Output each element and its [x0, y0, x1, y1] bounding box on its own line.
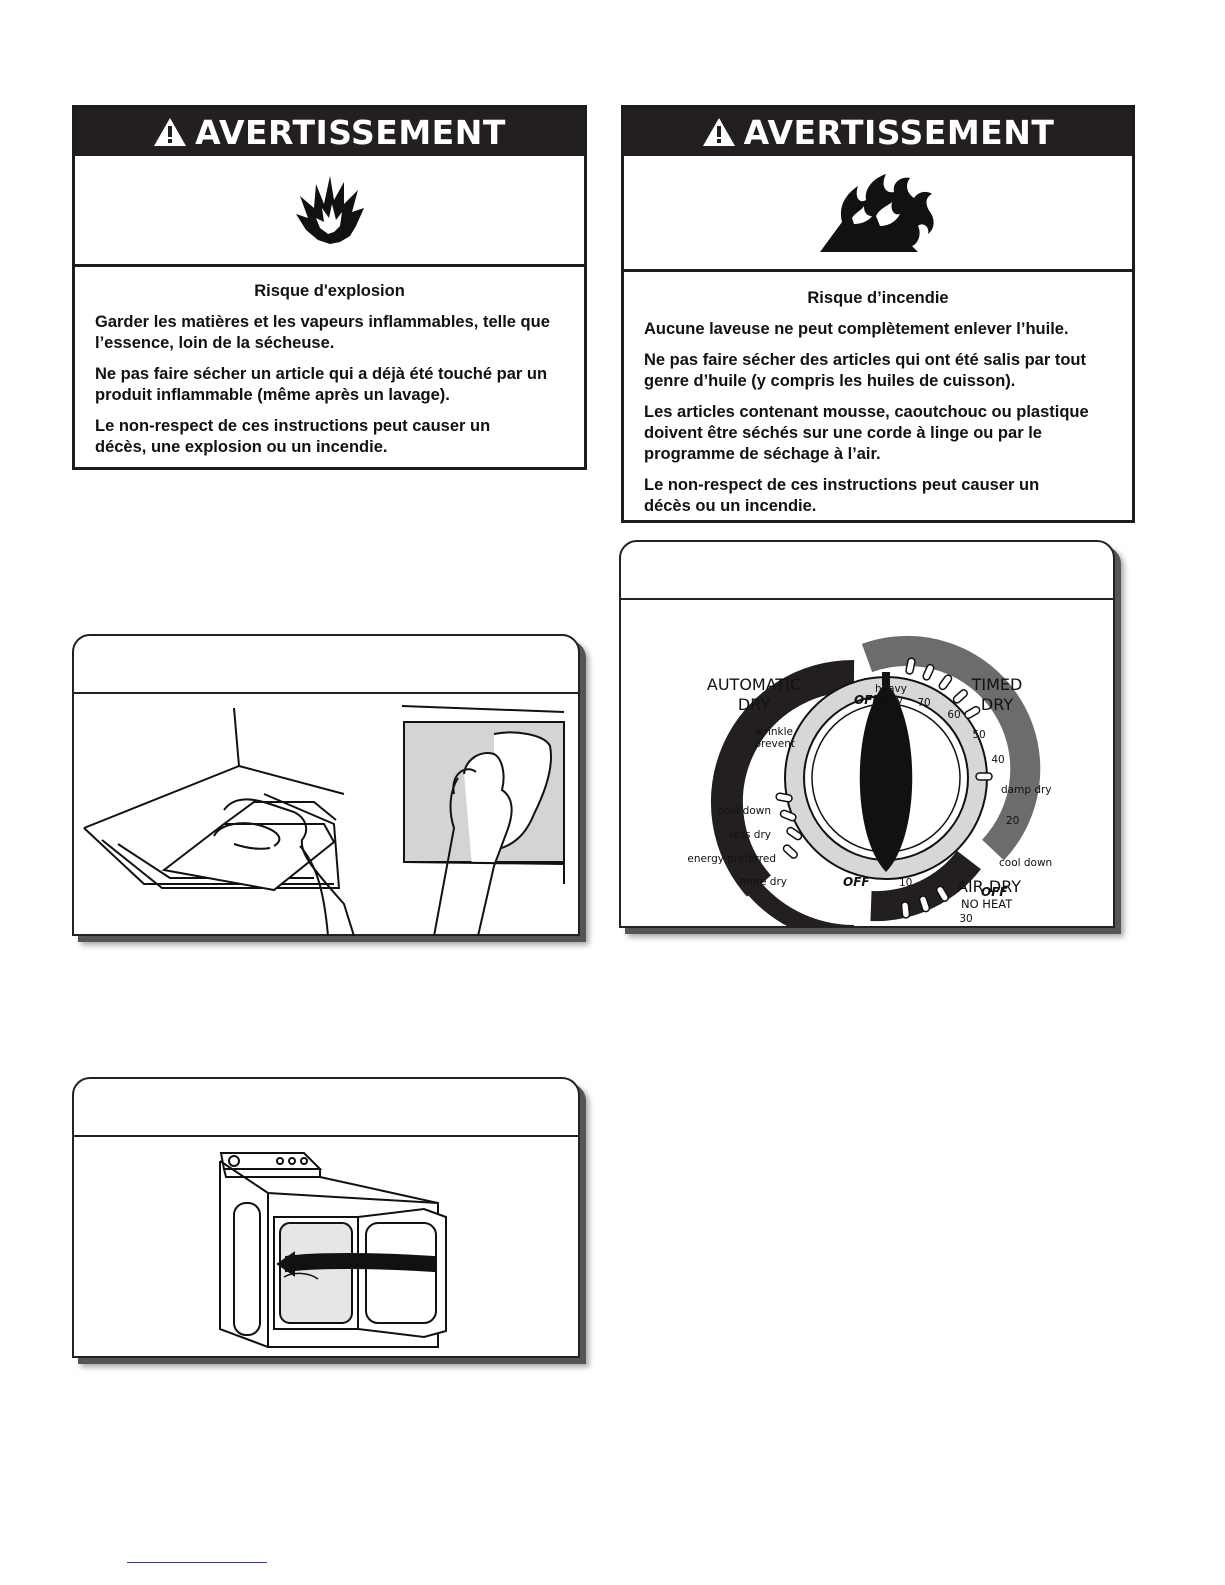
damp-dry-label: damp dry [1001, 784, 1052, 796]
panel-header [74, 636, 578, 694]
warning-paragraph: Les articles contenant mousse, caoutchou… [644, 403, 1089, 463]
energy-preferred-label: energy preferred [687, 853, 776, 865]
off-label: OFF [843, 875, 870, 889]
warning-paragraph: Ne pas faire sécher un article qui a déj… [95, 365, 548, 404]
cool-down-timed-label: cool down [999, 857, 1052, 869]
air-30-label: 30 [959, 913, 972, 925]
warning-triangle-icon [702, 118, 735, 146]
lint-screen-illustration [83, 705, 565, 936]
no-heat-label: NO HEAT [961, 897, 1013, 911]
lint-screen-panel [72, 634, 580, 936]
air-dry-label: AIR DRY [957, 877, 1022, 896]
cool-down-auto-label: cool down [718, 805, 771, 817]
warning-header: AVERTISSEMENT [75, 108, 584, 156]
warning-icon-area [624, 156, 1132, 272]
time-20-label: 20 [1006, 815, 1019, 827]
warning-paragraph: Le non-respect de ces instructions peut … [644, 476, 1040, 515]
heavy-duty-label: heavy [875, 683, 907, 695]
warning-box-explosion: AVERTISSEMENT Risque d'explosion Garder … [72, 105, 587, 470]
wrinkle-prevent-label: wrinkle [755, 726, 793, 738]
more-dry-label: more dry [739, 876, 787, 888]
fire-icon [820, 173, 934, 252]
air-10-label: 10 [899, 877, 913, 889]
time-50-label: 50 [972, 729, 985, 741]
automatic-dry-label: AUTOMATIC [707, 675, 801, 694]
time-60-label: 60 [947, 709, 960, 721]
wrinkle-prevent-label: prevent [754, 738, 795, 750]
warning-triangle-icon [154, 118, 187, 146]
timed-dry-label: TIMED [971, 675, 1023, 694]
less-dry-label: less dry [730, 829, 771, 841]
warning-paragraph: Aucune laveuse ne peut complètement enle… [644, 320, 1069, 338]
warning-paragraph: Garder les matières et les vapeurs infla… [95, 313, 550, 352]
footer-link-underline [127, 1562, 267, 1563]
warning-subtitle: Risque d'explosion [254, 282, 405, 300]
warning-paragraph: Ne pas faire sécher des articles qui ont… [644, 351, 1086, 390]
explosion-icon [295, 176, 364, 244]
cycle-dial: AUTOMATIC DRY TIMED DRY OFF heavy duty 7… [687, 635, 1052, 928]
warning-box-fire: AVERTISSEMENT Risque d’incendie Aucune l… [621, 105, 1135, 523]
time-70-label: 70 [917, 697, 930, 709]
air-dry-labels: OFF 10 AIR DRY NO HEAT [621, 868, 1113, 928]
warning-paragraph: Le non-respect de ces instructions peut … [95, 417, 491, 456]
warning-title: AVERTISSEMENT [195, 112, 506, 152]
off-label: OFF [981, 885, 1008, 899]
panel-header [74, 1079, 578, 1137]
cycle-dial-panel: AUTOMATIC DRY TIMED DRY OFF heavy duty 7… [619, 540, 1115, 928]
warning-icon-area [75, 156, 584, 267]
heavy-duty-label: duty [879, 695, 903, 707]
timed-dry-label: DRY [981, 695, 1013, 714]
panel-header [621, 542, 1113, 600]
off-label: OFF [854, 693, 881, 707]
dryer-illustration [219, 1152, 447, 1348]
automatic-dry-label: DRY [738, 695, 770, 714]
warning-subtitle: Risque d’incendie [807, 289, 949, 307]
warning-title: AVERTISSEMENT [743, 112, 1055, 152]
drum-panel [72, 1077, 580, 1358]
warning-header: AVERTISSEMENT [624, 108, 1132, 156]
time-40-label: 40 [991, 754, 1004, 766]
